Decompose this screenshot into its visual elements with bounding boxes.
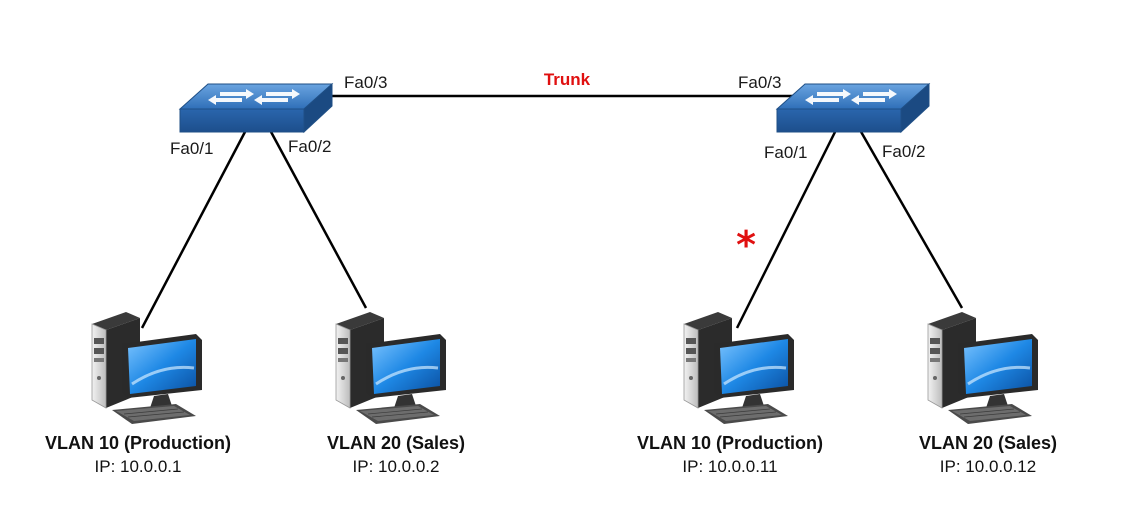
link-sw1-pc2 [268, 129, 368, 309]
sw2-port-fa0-3: Fa0/3 [738, 73, 781, 92]
pc3-name: VLAN 10 (Production) [637, 433, 823, 453]
links [140, 94, 964, 329]
sw1-port-fa0-3: Fa0/3 [344, 73, 387, 92]
pc4-name: VLAN 20 (Sales) [919, 433, 1057, 453]
sw2-port-fa0-2: Fa0/2 [882, 142, 925, 161]
pc-3[interactable] [682, 310, 796, 426]
switch-right[interactable] [776, 83, 930, 133]
link-sw2-pc3 [735, 129, 838, 329]
pc-4[interactable] [926, 310, 1040, 426]
sw1-port-fa0-1: Fa0/1 [170, 139, 213, 158]
sw1-port-fa0-2: Fa0/2 [288, 137, 331, 156]
sw2-port-fa0-1: Fa0/1 [764, 143, 807, 162]
pc-2[interactable] [334, 310, 448, 426]
pc4-ip: IP: 10.0.0.12 [940, 457, 1036, 476]
pc-1[interactable] [90, 310, 204, 426]
fault-asterisk: * [736, 223, 756, 267]
trunk-label: Trunk [544, 70, 591, 89]
pc1-ip: IP: 10.0.0.1 [95, 457, 182, 476]
pc3-ip: IP: 10.0.0.11 [682, 457, 777, 476]
pc2-ip: IP: 10.0.0.2 [353, 457, 440, 476]
switch-left[interactable] [179, 83, 333, 133]
pc1-name: VLAN 10 (Production) [45, 433, 231, 453]
link-sw1-pc1 [140, 129, 248, 329]
pc2-name: VLAN 20 (Sales) [327, 433, 465, 453]
link-sw2-pc4 [858, 129, 964, 309]
